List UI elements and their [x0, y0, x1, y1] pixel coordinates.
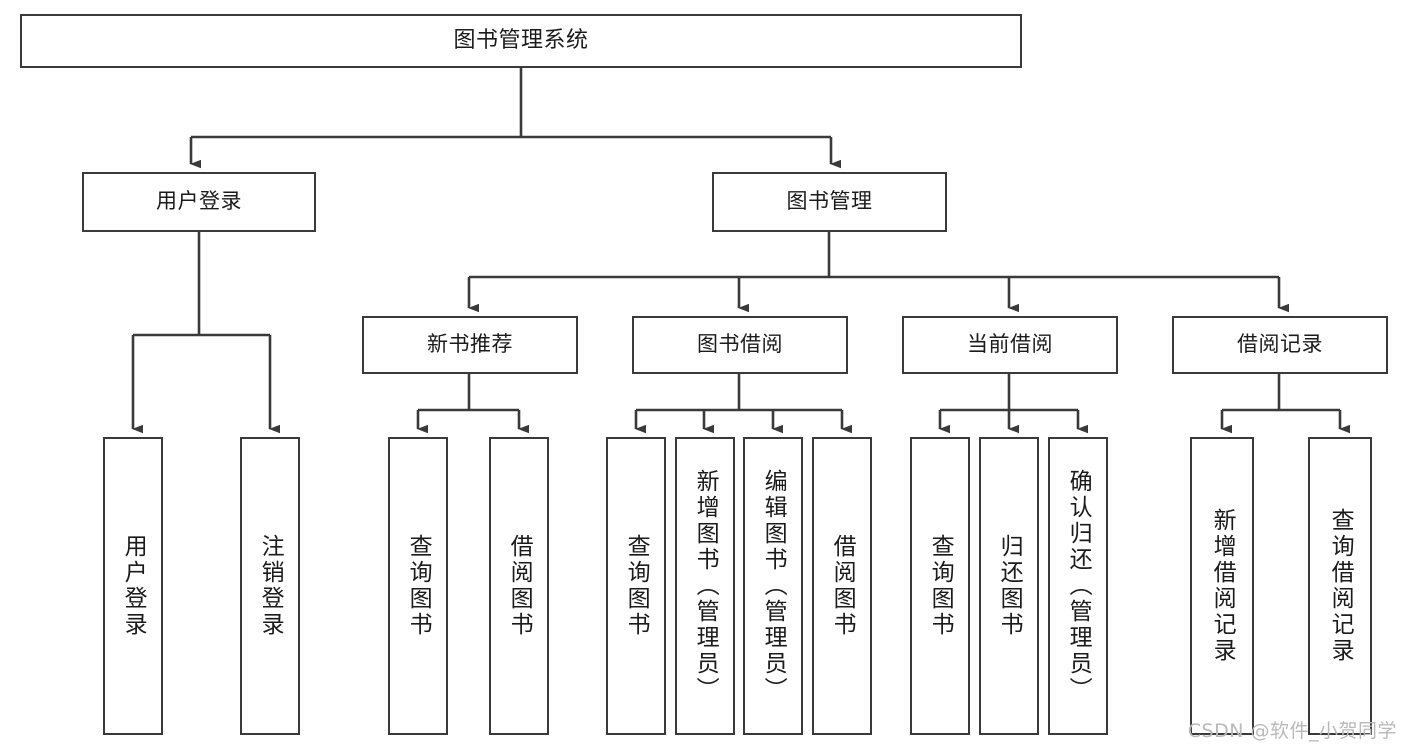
- node-borrow-record[interactable]: 借阅记录: [1172, 316, 1388, 374]
- node-book-management[interactable]: 图书管理: [712, 172, 947, 232]
- node-label: 查询图书: [927, 534, 954, 638]
- node-label: 确认归还（管理员）: [1065, 469, 1092, 703]
- node-leaf-current-borrow-return-book[interactable]: 归还图书: [979, 437, 1039, 735]
- node-label: 图书管理系统: [453, 27, 589, 53]
- node-new-book-recommend[interactable]: 新书推荐: [362, 316, 578, 374]
- node-leaf-new-book-query-book[interactable]: 查询图书: [388, 437, 448, 735]
- node-label: 图书管理: [786, 189, 873, 214]
- node-label: 用户登录: [156, 189, 242, 214]
- node-label: 注销登录: [257, 534, 284, 638]
- node-label: 借阅图书: [829, 534, 856, 638]
- node-label: 查询借阅记录: [1327, 508, 1354, 664]
- node-label: 用户登录: [120, 534, 147, 638]
- node-leaf-new-book-borrow-book[interactable]: 借阅图书: [489, 437, 549, 735]
- node-leaf-book-borrow-edit-book-admin[interactable]: 编辑图书（管理员）: [743, 437, 803, 735]
- node-root-book-management-system[interactable]: 图书管理系统: [20, 14, 1022, 68]
- node-leaf-borrow-record-query-record[interactable]: 查询借阅记录: [1308, 437, 1372, 735]
- node-label: 查询图书: [405, 534, 432, 638]
- node-label: 当前借阅: [967, 332, 1053, 357]
- node-leaf-book-borrow-borrow-book[interactable]: 借阅图书: [812, 437, 872, 735]
- node-label: 借阅图书: [506, 534, 533, 638]
- node-leaf-book-borrow-query-book[interactable]: 查询图书: [606, 437, 666, 735]
- node-label: 新增图书（管理员）: [692, 469, 719, 703]
- node-leaf-borrow-record-add-record[interactable]: 新增借阅记录: [1190, 437, 1254, 735]
- node-label: 查询图书: [623, 534, 650, 638]
- node-book-borrow[interactable]: 图书借阅: [632, 316, 848, 374]
- node-label: 新增借阅记录: [1209, 508, 1236, 664]
- node-label: 借阅记录: [1237, 332, 1323, 357]
- node-label: 归还图书: [996, 534, 1023, 638]
- node-leaf-current-borrow-query-book[interactable]: 查询图书: [910, 437, 970, 735]
- node-leaf-current-borrow-confirm-return-admin[interactable]: 确认归还（管理员）: [1048, 437, 1108, 735]
- node-label: 新书推荐: [427, 332, 513, 357]
- node-user-login[interactable]: 用户登录: [82, 172, 316, 232]
- node-current-borrow[interactable]: 当前借阅: [902, 316, 1118, 374]
- node-leaf-user-login-signout[interactable]: 注销登录: [240, 437, 300, 735]
- node-leaf-user-login-signin[interactable]: 用户登录: [103, 437, 163, 735]
- csdn-watermark: CSDN @软件_小贺同学: [1187, 720, 1397, 742]
- node-label: 编辑图书（管理员）: [760, 469, 787, 703]
- node-leaf-book-borrow-add-book-admin[interactable]: 新增图书（管理员）: [675, 437, 735, 735]
- node-label: 图书借阅: [697, 332, 783, 357]
